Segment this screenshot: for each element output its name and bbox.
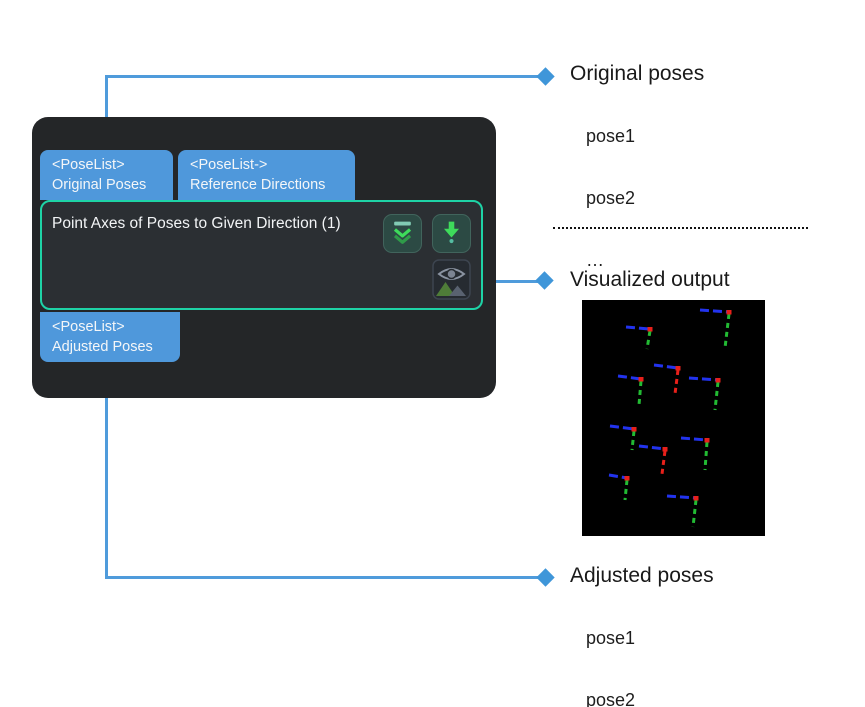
annotation-original-poses-title: Original poses — [570, 62, 705, 85]
annotation-visualized-output-title: Visualized output — [570, 268, 730, 291]
pose-processing-node[interactable]: <PoseList> Original Poses <PoseList-> Re… — [32, 117, 496, 398]
annotation-adjusted-poses-title: Adjusted poses — [570, 564, 714, 587]
pose-axes-plot — [608, 308, 732, 528]
node-title: Point Axes of Poses to Given Direction (… — [52, 215, 341, 232]
node-body[interactable]: Point Axes of Poses to Given Direction (… — [40, 200, 483, 310]
annotation-adjusted-poses-list: pose1 pose2 … — [586, 592, 635, 707]
list-item: … — [586, 250, 604, 270]
eye-over-image-icon — [432, 259, 471, 304]
connector-middle-horizontal — [470, 280, 545, 283]
diamond-endpoint-icon — [536, 67, 555, 86]
diamond-endpoint-icon — [536, 568, 555, 587]
output-port-adjusted-poses[interactable]: <PoseList> Adjusted Poses — [40, 312, 180, 362]
run-step-button[interactable] — [432, 214, 471, 253]
port-name-label: Reference Directions — [190, 177, 326, 193]
port-name-label: Adjusted Poses — [52, 339, 153, 355]
connector-bottom-vertical — [105, 364, 108, 578]
list-item: pose2 — [586, 188, 636, 208]
port-type-label: <PoseList> — [52, 157, 125, 173]
visualized-output-image — [582, 300, 765, 536]
input-port-reference-directions[interactable]: <PoseList-> Reference Directions — [178, 150, 355, 200]
dotted-separator — [553, 227, 808, 229]
annotation-original-poses-list: pose1 pose2 … — [586, 90, 635, 307]
double-chevron-down-icon — [387, 216, 418, 252]
list-item: pose1 — [586, 628, 636, 648]
list-item: pose1 — [586, 126, 636, 146]
port-type-label: <PoseList-> — [190, 157, 268, 173]
connector-top-vertical — [105, 76, 108, 153]
down-arrow-step-icon — [436, 216, 467, 252]
connector-bottom-horizontal — [105, 576, 546, 579]
input-port-original-poses[interactable]: <PoseList> Original Poses — [40, 150, 173, 200]
visualization-toggle[interactable] — [432, 259, 471, 300]
port-name-label: Original Poses — [52, 177, 147, 193]
port-type-label: <PoseList> — [52, 319, 125, 335]
collapse-button[interactable] — [383, 214, 422, 253]
diamond-endpoint-icon — [535, 271, 554, 290]
connector-top-horizontal — [105, 75, 546, 78]
list-item: pose2 — [586, 690, 636, 707]
